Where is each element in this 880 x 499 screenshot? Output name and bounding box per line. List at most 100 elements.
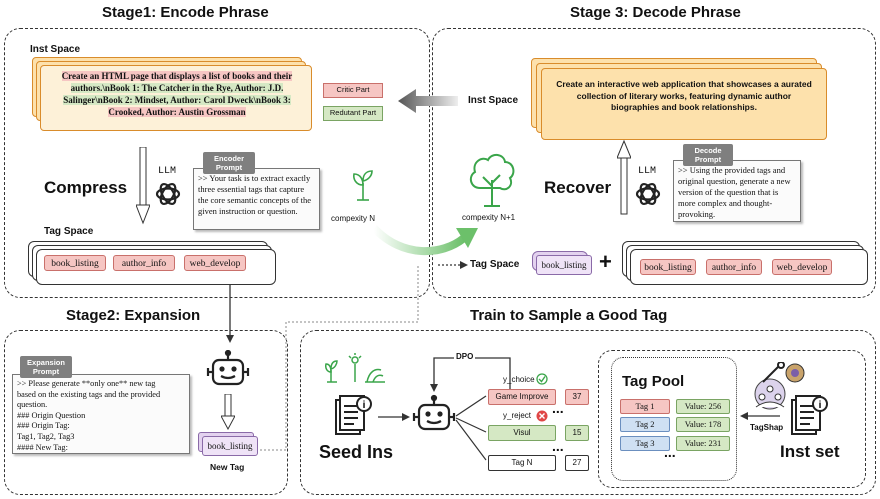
- tagshap-icon: [754, 378, 786, 410]
- stage3-title: Stage 3: Decode Phrase: [570, 4, 741, 21]
- expansion-line: ### Origin Tag:: [17, 421, 70, 431]
- recover-arrow: [617, 140, 631, 215]
- instruction-line-4: Crooked, Author: Austin Grossman: [108, 107, 246, 117]
- expansion-arrow: [221, 394, 235, 430]
- pool-value-2: Value: 178: [676, 417, 730, 432]
- stage1-complexity-label: compexity N: [331, 214, 376, 223]
- stage3-tag-3: web_develop: [772, 259, 832, 275]
- seed-arrow: [378, 413, 410, 421]
- y-choice-label: y_choice: [503, 375, 535, 384]
- tag-pool-outer: [598, 350, 866, 488]
- candidate-lines: [455, 395, 487, 461]
- expansion-line: >> Please generate **only one** new tag: [17, 379, 156, 388]
- stage1-title: Stage1: Encode Phrase: [102, 4, 269, 21]
- candidate-2-tag: Visul: [488, 425, 556, 441]
- candidate-3-tag: Tag N: [488, 455, 556, 471]
- output-instruction-text: Create an interactive web application th…: [556, 79, 812, 112]
- inst-set-document-icon: i: [791, 395, 828, 435]
- instruction-line-1: Create an HTML page that displays a list…: [61, 71, 293, 81]
- plus-sign: +: [599, 249, 612, 274]
- dpo-label: DPO: [454, 352, 476, 361]
- encoder-prompt-tab: Encoder Prompt: [203, 152, 255, 174]
- stage3-complexity-label: compexity N+1: [462, 213, 516, 222]
- stage3-new-tag: book_listing: [536, 255, 592, 275]
- cross-icon: [536, 410, 548, 422]
- openai-logo-icon: [635, 182, 661, 206]
- encoder-prompt-box: >> Your task is to extract exactly three…: [193, 168, 320, 230]
- robot-icon: [206, 350, 250, 386]
- dotted-connector: [260, 266, 419, 451]
- openai-logo-icon: [155, 182, 181, 206]
- tag-pool-inner: [611, 357, 737, 481]
- grey-arrow: [398, 89, 458, 113]
- stage3-llm-label: LLM: [638, 166, 657, 177]
- expansion-line: ### Origin Question: [17, 410, 86, 420]
- tag-pool-title: Tag Pool: [622, 373, 685, 390]
- compress-arrow: [136, 147, 150, 225]
- instruction-line-3: Salinger\nBook 2: Mindset, Author: Carol…: [63, 95, 291, 105]
- plants-icon: [325, 353, 385, 383]
- candidate-1-value: 37: [565, 389, 589, 405]
- ellipsis-1: ...: [552, 400, 564, 416]
- stage1-container: [4, 28, 430, 298]
- redundant-part-legend: Redutant Part: [323, 106, 383, 121]
- seed-ins-label: Seed Ins: [319, 442, 394, 462]
- candidate-1-tag: Game Improve: [488, 389, 556, 405]
- pool-tag-1: Tag 1: [620, 399, 670, 414]
- output-card: Create an interactive web application th…: [541, 68, 827, 140]
- tag-space-arrow: [438, 261, 468, 269]
- stage1-tag-1: book_listing: [44, 255, 106, 271]
- expansion-line: Tag1, Tag2, Tag3: [17, 431, 75, 441]
- instruction-line-2: authors.\nBook 1: The Catcher in the Rye…: [70, 83, 284, 93]
- stage1-llm-label: LLM: [158, 166, 177, 177]
- pool-tag-3: Tag 3: [620, 436, 670, 451]
- expansion-prompt-box: >> Please generate **only one** new tag …: [12, 374, 190, 454]
- stage2-new-tag: book_listing: [202, 436, 258, 456]
- compress-label: Compress: [44, 178, 128, 197]
- critic-part-legend: Critic Part: [323, 83, 383, 98]
- pool-tag-2: Tag 2: [620, 417, 670, 432]
- instruction-card: Create an HTML page that displays a list…: [40, 65, 312, 131]
- stage3-tag-space-label: Tag Space: [470, 259, 520, 270]
- document-info-icon: i: [335, 395, 372, 435]
- candidate-2-value: 15: [565, 425, 589, 441]
- tree-icon: [469, 154, 515, 207]
- tools-icon: [762, 362, 805, 383]
- inst-set-label: Inst set: [780, 442, 840, 461]
- robot-icon: [412, 394, 456, 431]
- decode-prompt-box: >> Using the provided tags and original …: [673, 160, 801, 222]
- stage2-container: [4, 330, 288, 495]
- expansion-line: #### New Tag:: [17, 442, 68, 452]
- pool-ellipsis: ...: [664, 444, 676, 460]
- candidate-3-value: 27: [565, 455, 589, 471]
- stage3-tag-1: book_listing: [640, 259, 696, 275]
- expansion-prompt-tab: Expansion Prompt: [20, 356, 72, 378]
- train-container: [300, 330, 876, 495]
- ellipsis-2: ...: [552, 438, 564, 454]
- recover-label: Recover: [544, 178, 612, 197]
- stage1-tag-3: web_develop: [184, 255, 246, 271]
- connector-arrow: [226, 285, 234, 343]
- pool-value-3: Value: 231: [676, 436, 730, 451]
- check-icon: [536, 373, 548, 385]
- tagshap-label: TagShap: [750, 423, 784, 432]
- pool-value-1: Value: 256: [676, 399, 730, 414]
- stage1-tag-2: author_info: [113, 255, 175, 271]
- svg-text:i: i: [363, 400, 366, 411]
- svg-text:i: i: [819, 400, 822, 411]
- stage1-inst-space-label: Inst Space: [30, 44, 81, 55]
- stage3-inst-space-label: Inst Space: [468, 95, 519, 106]
- expansion-line: based on the existing tags and the provi…: [17, 389, 161, 399]
- expansion-line: question.: [17, 400, 48, 410]
- y-reject-label: y_reject: [503, 411, 532, 420]
- stage3-tag-2: author_info: [706, 259, 762, 275]
- tagshap-arrow: [740, 412, 780, 420]
- stage2-title: Stage2: Expansion: [66, 307, 201, 324]
- green-curved-arrow: [372, 225, 478, 256]
- sprout-icon: [353, 170, 373, 201]
- train-title: Train to Sample a Good Tag: [470, 307, 668, 324]
- new-tag-label: New Tag: [210, 462, 245, 472]
- stage1-tag-space-label: Tag Space: [44, 226, 94, 237]
- decode-prompt-tab: Decode Prompt: [683, 144, 733, 166]
- stage3-container: [432, 28, 876, 298]
